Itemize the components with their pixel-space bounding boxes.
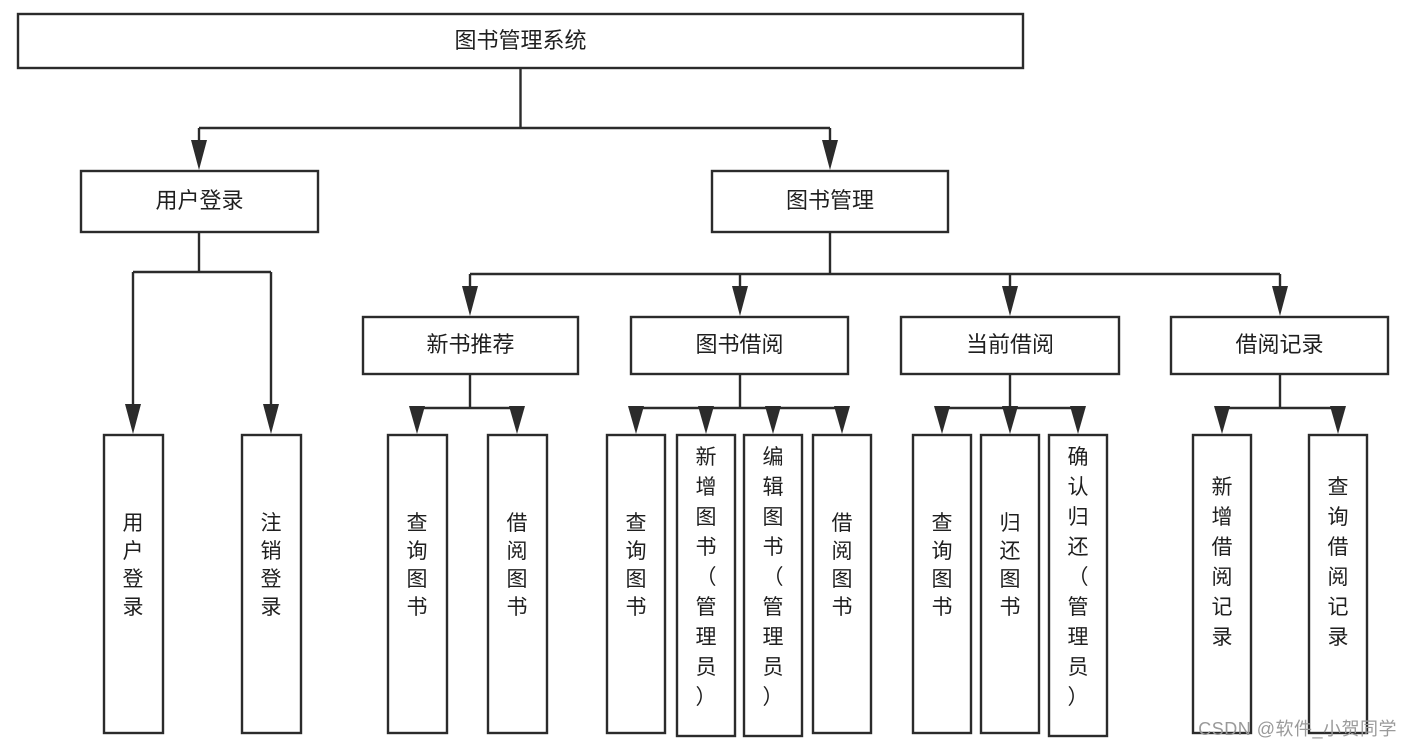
arrow-head-br-add-record xyxy=(1214,406,1230,434)
node-current-borrow[interactable]: 当前借阅 xyxy=(899,315,1121,376)
leaf-br-query-record-label: 查询借阅记录 xyxy=(1328,476,1349,649)
leaf-bb-borrow-book-box xyxy=(811,433,873,735)
node-book-management-box xyxy=(710,169,950,234)
arrow-head-nb-query-book xyxy=(409,406,425,434)
arrow-head-borrow-record xyxy=(1272,286,1288,316)
leaf-user-login-label: 用户登录 xyxy=(123,512,144,619)
arrow-head-bb-add-book xyxy=(698,406,714,434)
node-new-book-recommend[interactable]: 新书推荐 xyxy=(361,315,580,376)
node-new-book-recommend-box xyxy=(361,315,580,376)
node-root-label: 图书管理系统 xyxy=(454,28,586,53)
leaf-br-add-record[interactable]: 新增借阅记录 xyxy=(1191,433,1253,735)
leaf-br-query-record-box xyxy=(1307,433,1369,735)
node-borrow-record-label: 借阅记录 xyxy=(1235,332,1323,357)
leaf-user-login[interactable]: 用户登录 xyxy=(102,433,165,735)
leaf-logout-box xyxy=(240,433,303,735)
leaf-cb-return-book-label: 归还图书 xyxy=(1000,512,1021,619)
node-user-login[interactable]: 用户登录 xyxy=(79,169,320,234)
leaf-cb-query-book-box xyxy=(911,433,973,735)
node-root-box xyxy=(16,12,1025,70)
node-book-management-label: 图书管理 xyxy=(786,188,874,213)
leaf-br-add-record-box xyxy=(1191,433,1253,735)
arrow-head-bb-query-book xyxy=(628,406,644,434)
leaf-cb-query-book-label: 查询图书 xyxy=(932,512,953,619)
arrow-head-cb-confirm-return xyxy=(1070,406,1086,434)
leaf-bb-borrow-book-label: 借阅图书 xyxy=(832,512,853,619)
node-user-login-label: 用户登录 xyxy=(155,188,243,213)
arrow-head-book-manage xyxy=(822,140,838,170)
arrow-head-br-query-record xyxy=(1330,406,1346,434)
arrow-head-bb-edit-book xyxy=(765,406,781,434)
leaf-cb-query-book[interactable]: 查询图书 xyxy=(911,433,973,735)
arrow-head-book-borrow xyxy=(732,286,748,316)
arrow-head-new-book xyxy=(462,286,478,316)
leaf-logout-label: 注销登录 xyxy=(261,512,282,619)
arrow-head-user-login xyxy=(191,140,207,170)
csdn-watermark: CSDN @软件_小贺同学 xyxy=(1198,719,1397,739)
connector-user-login-to-leaves xyxy=(125,232,279,434)
leaf-logout[interactable]: 注销登录 xyxy=(240,433,303,735)
node-book-borrow-label: 图书借阅 xyxy=(695,332,783,357)
leaf-nb-borrow-book-label: 借阅图书 xyxy=(507,512,528,619)
node-borrow-record-box xyxy=(1169,315,1390,376)
leaf-bb-add-book[interactable]: 新增图书（管理员） xyxy=(675,433,737,738)
leaf-bb-edit-book-box xyxy=(742,433,804,738)
arrow-head-leaf-logout xyxy=(263,404,279,434)
connector-book-manage-to-level3 xyxy=(462,232,1288,316)
leaf-cb-confirm-return-box xyxy=(1047,433,1109,738)
leaf-bb-edit-book[interactable]: 编辑图书（管理员） xyxy=(742,433,804,738)
leaf-bb-borrow-book[interactable]: 借阅图书 xyxy=(811,433,873,735)
node-book-management[interactable]: 图书管理 xyxy=(710,169,950,234)
node-new-book-recommend-label: 新书推荐 xyxy=(426,332,514,357)
arrow-head-nb-borrow-book xyxy=(509,406,525,434)
leaf-nb-borrow-book-box xyxy=(486,433,549,735)
leaf-nb-borrow-book[interactable]: 借阅图书 xyxy=(486,433,549,735)
leaf-nb-query-book-label: 查询图书 xyxy=(407,512,428,619)
node-user-login-box xyxy=(79,169,320,234)
leaf-br-add-record-label: 新增借阅记录 xyxy=(1212,476,1233,649)
node-root-book-management-system[interactable]: 图书管理系统 xyxy=(16,12,1025,70)
node-current-borrow-box xyxy=(899,315,1121,376)
connector-borrow-record-to-leaves xyxy=(1214,374,1346,434)
node-book-borrow[interactable]: 图书借阅 xyxy=(629,315,850,376)
leaf-bb-add-book-box xyxy=(675,433,737,738)
leaf-user-login-box xyxy=(102,433,165,735)
arrow-head-bb-borrow-book xyxy=(834,406,850,434)
connector-root-to-level2 xyxy=(191,68,838,170)
leaf-nb-query-book-box xyxy=(386,433,449,735)
leaf-bb-query-book-label: 查询图书 xyxy=(626,512,647,619)
leaf-br-query-record[interactable]: 查询借阅记录 xyxy=(1307,433,1369,735)
arrow-head-current-borrow xyxy=(1002,286,1018,316)
node-current-borrow-label: 当前借阅 xyxy=(966,332,1054,357)
arrow-head-cb-query-book xyxy=(934,406,950,434)
leaf-bb-edit-book-label: 编辑图书（管理员） xyxy=(763,446,784,709)
leaf-bb-add-book-label: 新增图书（管理员） xyxy=(696,446,717,709)
arrow-head-leaf-user-login xyxy=(125,404,141,434)
connector-book-borrow-to-leaves xyxy=(628,374,850,434)
leaf-nb-query-book[interactable]: 查询图书 xyxy=(386,433,449,735)
connector-new-book-to-leaves xyxy=(409,374,525,434)
connector-current-borrow-to-leaves xyxy=(934,374,1086,434)
arrow-head-cb-return-book xyxy=(1002,406,1018,434)
leaf-bb-query-book-box xyxy=(605,433,667,735)
node-borrow-record[interactable]: 借阅记录 xyxy=(1169,315,1390,376)
leaf-cb-confirm-return[interactable]: 确认归还（管理员） xyxy=(1047,433,1109,738)
leaf-cb-confirm-return-label: 确认归还（管理员） xyxy=(1068,446,1089,709)
leaf-cb-return-book[interactable]: 归还图书 xyxy=(979,433,1041,735)
leaf-cb-return-book-box xyxy=(979,433,1041,735)
leaf-bb-query-book[interactable]: 查询图书 xyxy=(605,433,667,735)
node-book-borrow-box xyxy=(629,315,850,376)
